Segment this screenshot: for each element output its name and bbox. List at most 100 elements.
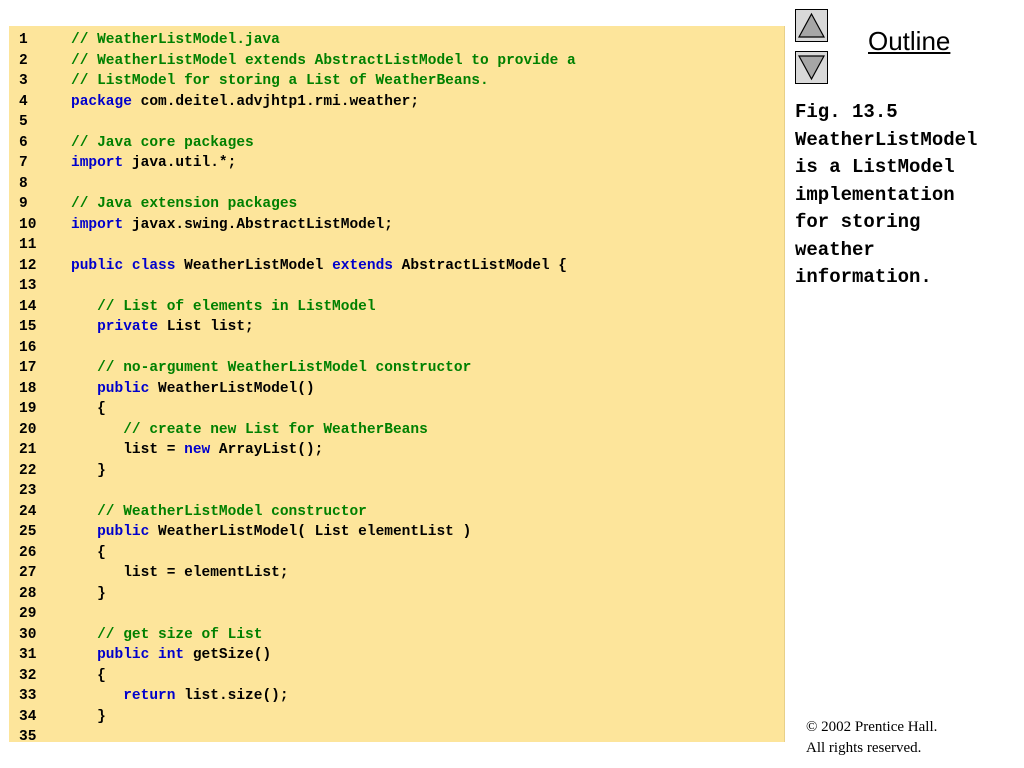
- code-token: [71, 422, 123, 438]
- code-text: // WeatherListModel extends AbstractList…: [71, 51, 576, 72]
- code-token: {: [71, 544, 106, 561]
- code-token: [71, 360, 97, 376]
- code-token: list =: [71, 442, 185, 458]
- code-token: List list;: [158, 319, 254, 335]
- copyright-notice: © 2002 Prentice Hall. All rights reserve…: [806, 717, 937, 759]
- code-keyword: public: [97, 380, 150, 397]
- down-triangle-icon: [797, 55, 826, 81]
- caption-line: WeatherListModel: [795, 128, 978, 151]
- code-keyword: import: [71, 155, 124, 171]
- rights-line: All rights reserved.: [806, 740, 922, 756]
- caption-line: weather: [795, 238, 875, 261]
- line-number: 11: [19, 237, 37, 253]
- code-token: [71, 524, 97, 540]
- line-number: 1: [19, 32, 28, 48]
- line-number: 20: [19, 421, 37, 438]
- code-text: return list.size();: [71, 686, 289, 707]
- code-text: // ListModel for storing a List of Weath…: [71, 71, 489, 92]
- line-number: 25: [19, 524, 37, 540]
- line-number: 29: [19, 606, 37, 622]
- code-text: // Java extension packages: [71, 194, 297, 215]
- line-number: 28: [19, 585, 37, 602]
- code-text: public WeatherListModel(): [71, 379, 315, 400]
- code-comment: // get size of List: [97, 626, 263, 643]
- code-text: // List of elements in ListModel: [71, 297, 376, 318]
- line-number: 9: [19, 196, 28, 212]
- code-token: [71, 319, 97, 335]
- line-number: 23: [19, 483, 37, 499]
- code-keyword: new: [184, 442, 211, 458]
- code-comment: // List of elements in ListModel: [97, 298, 376, 315]
- line-number: 24: [19, 503, 37, 520]
- code-text: {: [71, 543, 106, 564]
- code-token: [71, 688, 123, 704]
- outline-link[interactable]: Outline: [868, 26, 951, 56]
- line-number: 7: [19, 155, 28, 171]
- up-triangle-icon: [797, 12, 826, 38]
- line-number: 8: [19, 175, 28, 192]
- code-text: public int getSize(): [71, 645, 271, 666]
- code-token: getSize(): [184, 647, 272, 663]
- code-text: // WeatherListModel constructor: [71, 502, 367, 523]
- code-token: [71, 504, 97, 520]
- code-token: }: [71, 462, 106, 479]
- code-text: // create new List for WeatherBeans: [71, 420, 428, 441]
- code-comment: // WeatherListModel.java: [71, 32, 280, 48]
- line-number: 12: [19, 257, 37, 274]
- code-text: // get size of List: [71, 625, 262, 646]
- caption-line: for storing: [795, 211, 921, 233]
- line-number: 32: [19, 667, 37, 684]
- line-number: 3: [19, 73, 28, 89]
- code-token: AbstractListModel {: [392, 257, 568, 274]
- code-comment: // WeatherListModel extends AbstractList…: [71, 52, 576, 69]
- code-token: WeatherListModel( List elementList ): [149, 524, 472, 540]
- code-token: javax.swing.AbstractListModel;: [123, 216, 393, 233]
- line-number: 10: [19, 216, 37, 233]
- line-number: 18: [19, 380, 37, 397]
- code-text: // WeatherListModel.java: [71, 30, 280, 51]
- code-comment: // Java extension packages: [71, 196, 298, 212]
- line-number: 14: [19, 298, 37, 315]
- caption-line: Fig. 13.5: [795, 101, 898, 123]
- code-text: // Java core packages: [71, 133, 254, 154]
- code-comment: // ListModel for storing a List of Weath…: [71, 73, 489, 89]
- code-text: import javax.swing.AbstractListModel;: [71, 215, 393, 236]
- code-keyword: public int: [97, 647, 185, 663]
- line-number: 30: [19, 626, 37, 643]
- caption-line: information.: [795, 266, 932, 288]
- code-keyword: public class: [71, 257, 176, 274]
- copyright-line: © 2002 Prentice Hall.: [806, 719, 938, 735]
- code-keyword: public: [97, 524, 150, 540]
- line-number: 26: [19, 544, 37, 561]
- code-text: // no-argument WeatherListModel construc…: [71, 358, 471, 379]
- code-token: list.size();: [175, 688, 289, 704]
- previous-slide-button[interactable]: [795, 9, 828, 42]
- line-number: 34: [19, 708, 37, 725]
- code-comment: // no-argument WeatherListModel construc…: [97, 360, 472, 376]
- code-text: public class WeatherListModel extends Ab…: [71, 256, 567, 277]
- line-number: 16: [19, 339, 37, 356]
- code-token: {: [71, 667, 106, 684]
- line-number: 35: [19, 729, 37, 745]
- code-keyword: import: [71, 216, 124, 233]
- line-number: 5: [19, 114, 28, 130]
- line-number: 17: [19, 360, 37, 376]
- next-slide-button[interactable]: [795, 51, 828, 84]
- code-token: ArrayList();: [210, 442, 324, 458]
- code-token: WeatherListModel: [175, 257, 333, 274]
- code-token: }: [71, 708, 106, 725]
- code-keyword: private: [97, 319, 159, 335]
- code-token: com.deitel.advjhtp1.rmi.weather;: [131, 93, 420, 110]
- code-comment: // create new List for WeatherBeans: [123, 421, 428, 438]
- code-keyword: return: [123, 688, 176, 704]
- code-text: list = elementList;: [71, 563, 288, 584]
- code-token: [71, 381, 97, 397]
- code-text: }: [71, 707, 106, 728]
- line-number: 15: [19, 319, 37, 335]
- code-token: WeatherListModel(): [149, 380, 315, 397]
- line-number: 2: [19, 52, 28, 69]
- line-number: 27: [19, 565, 37, 581]
- code-token: [71, 299, 97, 315]
- caption-line: is a ListModel: [795, 156, 955, 178]
